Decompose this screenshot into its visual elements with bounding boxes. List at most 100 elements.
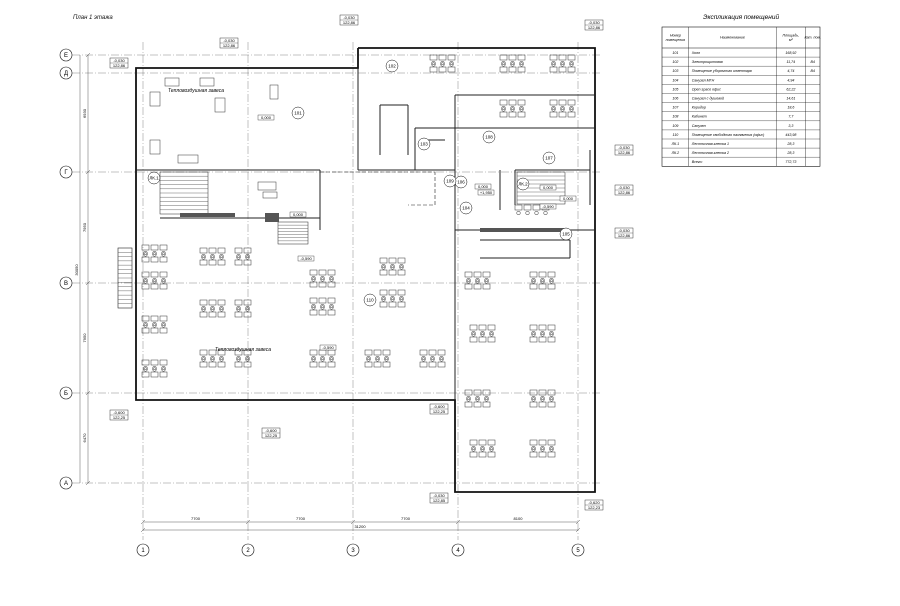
table-row: 105 Open space офис 62,22 (672, 87, 795, 91)
level-abs-9: 122,25 (433, 409, 446, 414)
level-mark-1: -0,030 (223, 38, 235, 43)
table-cell-12-1: Всего: (692, 160, 703, 164)
workstation-cluster (429, 54, 456, 73)
table-cell-8-0: 109 (672, 124, 678, 128)
level-mark-3: -0,030 (588, 20, 600, 25)
axis-bubble-row-1: Д (59, 66, 73, 80)
room-tag-101: 101 (291, 106, 305, 120)
axis-label-4: 4 (456, 548, 460, 554)
axis-label-1: 1 (141, 548, 145, 554)
workstation-cluster (141, 271, 168, 290)
table-cell-1-3: В4 (811, 60, 815, 64)
table-cell-5-1: Санузел с душевой (692, 97, 724, 101)
table-cell-2-2: 4,74 (787, 69, 794, 73)
room-tag-label-9: 110 (366, 298, 374, 303)
room-tag-109: 109 (443, 174, 457, 188)
table-cell-2-0: 103 (672, 69, 678, 73)
workstation-cluster (464, 271, 491, 290)
table-cell-5-2: 14,61 (786, 97, 795, 101)
room-tag-ЛК.2: ЛК.2 (516, 177, 530, 191)
table-cell-0-0: 101 (672, 51, 678, 55)
interior-walls (136, 68, 595, 400)
note-air-curtain-2: Тепловоздушная завеса (215, 347, 271, 353)
dim-bottom-0: 7700 (191, 516, 201, 521)
table-cell-11-0: ЛК.2 (671, 151, 680, 155)
inner-level-1: -0,590 (297, 255, 315, 262)
level-abs-11: 122,23 (588, 505, 601, 510)
table-cell-4-0: 105 (672, 87, 678, 91)
table-cell-6-2: 18,6 (787, 106, 794, 110)
table-cell-6-0: 107 (672, 106, 679, 110)
room-tag-label-11: ЛК.2 (518, 182, 528, 187)
table-cell-1-1: Электрощитовая (692, 60, 723, 64)
table-cell-8-2: 3,3 (788, 124, 793, 128)
table-cell-8-1: Санузел (692, 124, 706, 128)
hall-furniture (149, 77, 279, 199)
inner-level-text-2: -0,590 (322, 345, 334, 350)
table-row: Всего:772,73 (692, 160, 797, 164)
axis-label-row-3: В (64, 281, 68, 287)
workstation-cluster (529, 439, 556, 458)
inner-level-5: 0,000 (474, 183, 492, 190)
axis-bubble-row-2: Г (59, 165, 73, 179)
axis-bubble-row-3: В (59, 276, 73, 290)
workstation-cluster (309, 349, 336, 368)
axis-label-row-1: Д (64, 71, 68, 77)
room-tag-label-2: 103 (420, 142, 428, 147)
axis-bubble-5: 5 (571, 543, 585, 557)
axis-bubble-4: 4 (451, 543, 465, 557)
table-cell-3-0: 104 (672, 78, 678, 82)
table-cell-4-1: Open space офис (692, 87, 721, 91)
dim-left-2: 7950 (82, 333, 87, 343)
axis-bubble-2: 2 (241, 543, 255, 557)
room-tag-110: 110 (363, 293, 377, 307)
workstation-cluster (234, 349, 252, 368)
table-header-2-0: Площадь, (783, 34, 800, 38)
table-cell-10-2: 28,3 (786, 142, 794, 146)
dim-left-total: 30050 (74, 264, 79, 276)
table-cell-11-1: Лестничная клетка 2 (691, 151, 729, 155)
explication-table: Экспликация помещенийНомерпомещенияНаиме… (661, 13, 821, 167)
workstation-cluster (469, 439, 496, 458)
axis-bubble-row-4: Б (59, 386, 73, 400)
axis-label-row-2: Г (64, 170, 68, 176)
dim-left-3: 6470 (82, 433, 87, 443)
note-air-curtain-1: Тепловоздушная завеса (168, 88, 224, 94)
building-outline (135, 47, 596, 493)
workstation-cluster (141, 359, 168, 378)
dim-bottom-3: 8100 (514, 516, 524, 521)
table-header-0-1: помещения (666, 38, 685, 42)
axis-bubble-3: 3 (346, 543, 360, 557)
axis-label-5: 5 (576, 548, 580, 554)
stair-main (277, 221, 309, 245)
workstation-cluster (529, 271, 556, 290)
workstation-cluster (141, 244, 168, 263)
table-header-2-1: м² (789, 38, 793, 42)
inner-level-2: -0,590 (319, 344, 337, 351)
table-cell-9-2: 443,98 (785, 133, 796, 137)
level-mark-11: -0,620 (588, 500, 600, 505)
inner-level-text-8: 0,000 (563, 196, 574, 201)
table-header-1-0: Наименование (720, 36, 745, 40)
room-tag-label-7: 108 (485, 135, 493, 140)
table-cell-4-2: 62,22 (786, 87, 795, 91)
room-tag-label-6: 107 (545, 156, 553, 161)
workstation-cluster (364, 349, 391, 368)
level-abs-10: 122,85 (433, 498, 446, 503)
workstation-cluster (309, 269, 336, 288)
workstation-cluster (379, 289, 406, 308)
